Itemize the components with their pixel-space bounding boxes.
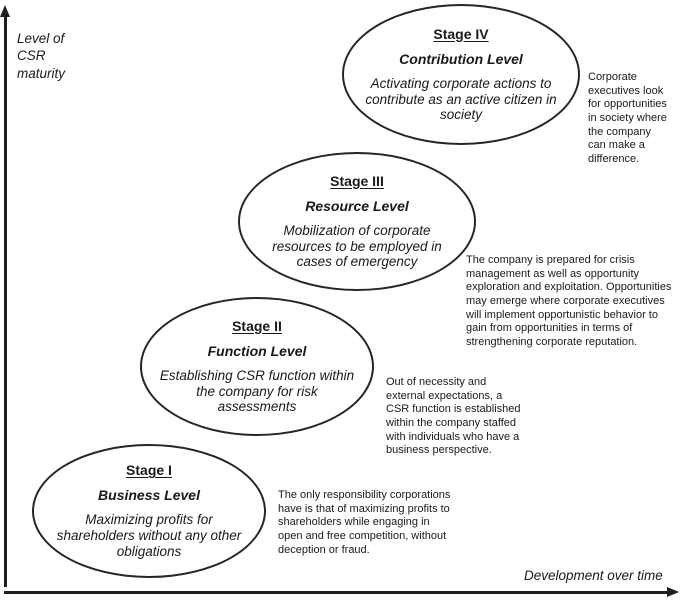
stage-title: Stage IV	[433, 25, 489, 42]
stage-description: Establishing CSR function within the com…	[159, 367, 355, 415]
annotation-stage-2: Out of necessity and external expectatio…	[386, 376, 521, 457]
y-axis-label: Level of CSR maturity	[17, 31, 66, 81]
annotation-stage-4: Corporate executives look for opportunit…	[588, 71, 667, 165]
stage-ellipse-stage-4: Stage IV Contribution Level Activating c…	[342, 4, 580, 145]
annotation-stage-1: The only responsibility corporations hav…	[278, 489, 451, 556]
x-axis-label: Development over time	[524, 568, 663, 583]
stage-title: Stage II	[232, 317, 282, 334]
stage-description: Maximizing profits for shareholders with…	[56, 512, 242, 559]
stage-title: Stage I	[126, 462, 172, 479]
stage-level: Resource Level	[305, 197, 409, 214]
annotation-stage-3: The company is prepared for crisis manag…	[466, 254, 672, 348]
stage-level: Business Level	[98, 487, 200, 504]
stage-ellipse-stage-3: Stage III Resource Level Mobilization of…	[238, 152, 476, 291]
stage-ellipse-stage-1: Stage I Business Level Maximizing profit…	[32, 444, 266, 578]
x-axis-line	[4, 591, 668, 594]
y-axis-arrow-up-icon	[0, 5, 10, 17]
stage-description: Activating corporate actions to contribu…	[365, 75, 557, 123]
y-axis-line	[4, 15, 7, 587]
x-axis-arrow-right-icon	[667, 586, 679, 597]
stage-title: Stage III	[330, 172, 384, 189]
stage-description: Mobilization of corporate resources to b…	[272, 222, 442, 270]
stage-level: Contribution Level	[399, 50, 523, 67]
stage-level: Function Level	[207, 342, 307, 359]
stage-ellipse-stage-2: Stage II Function Level Establishing CSR…	[140, 297, 374, 436]
